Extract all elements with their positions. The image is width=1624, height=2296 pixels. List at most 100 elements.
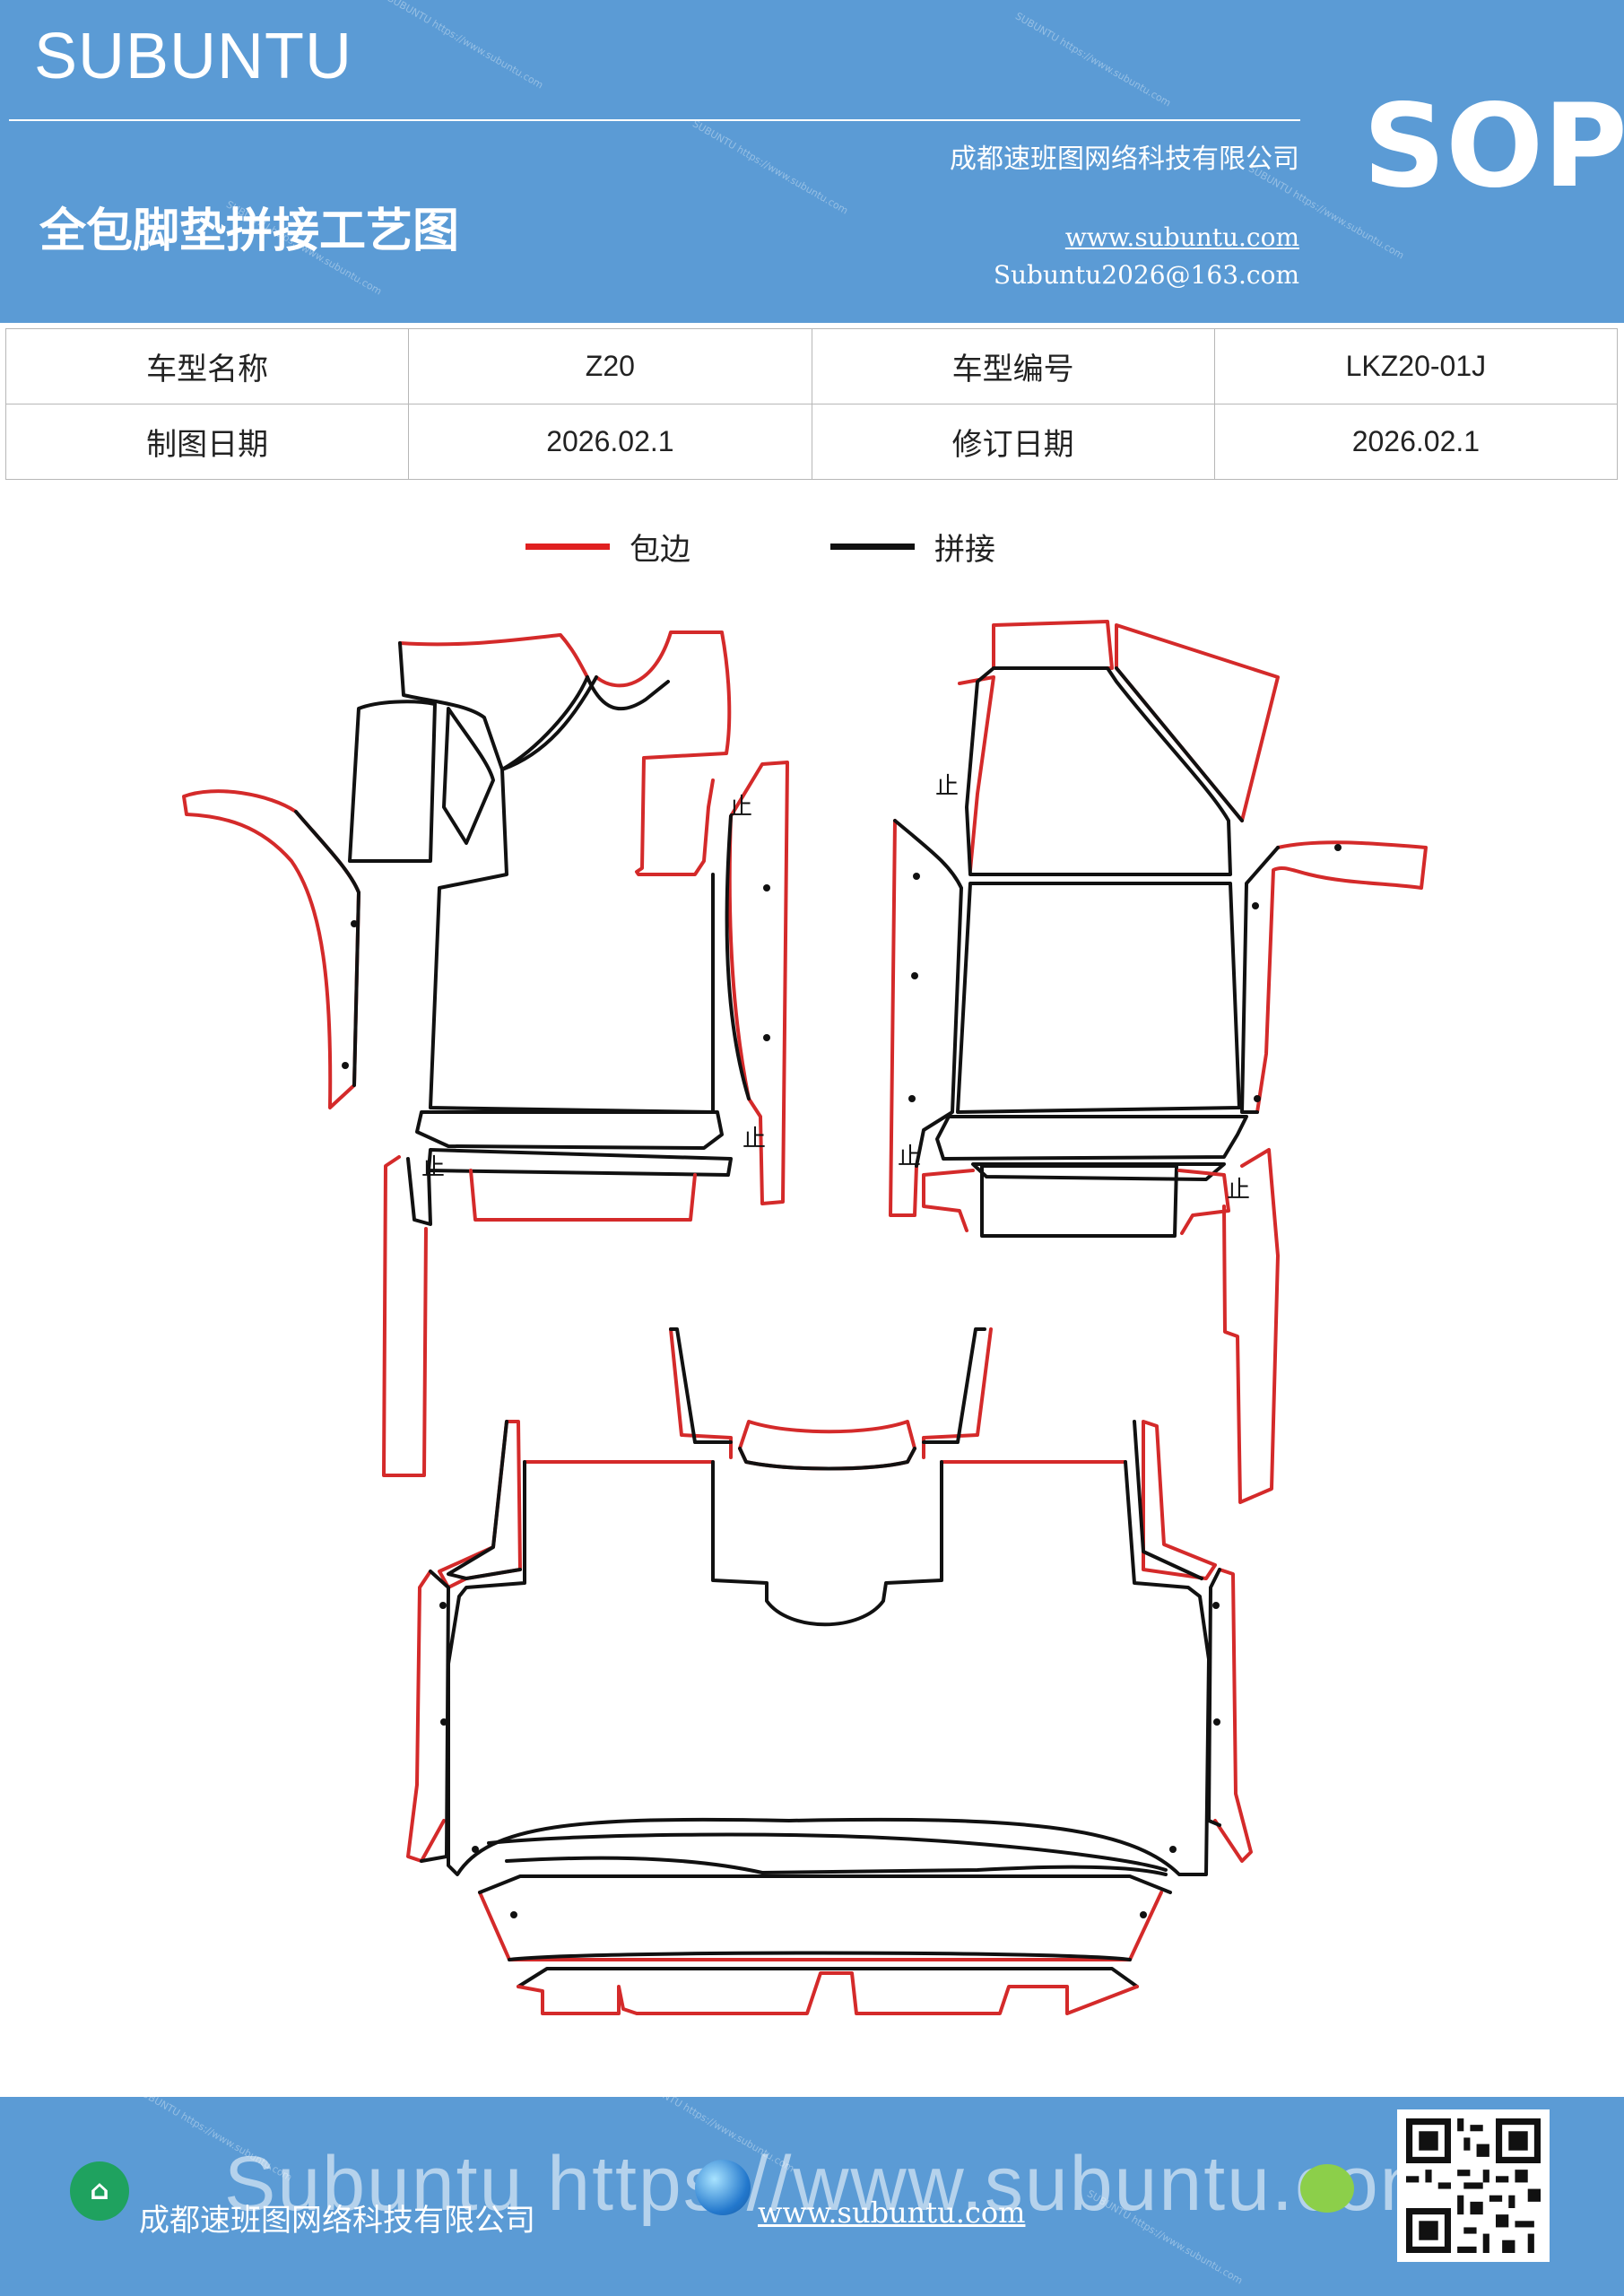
marker-dot bbox=[1212, 1602, 1220, 1609]
mat-edge bbox=[382, 1155, 428, 1477]
mat-seam bbox=[294, 810, 360, 1087]
marker-dot bbox=[342, 1062, 349, 1069]
document-title: 全包脚垫拼接工艺图 bbox=[39, 204, 460, 258]
legend-seam-swatch bbox=[830, 544, 915, 550]
marker-dot bbox=[1140, 1911, 1147, 1918]
mat-edge bbox=[517, 1971, 1139, 2015]
email-address: Subuntu2026@163.com bbox=[993, 260, 1299, 290]
draw-date-value: 2026.02.1 bbox=[408, 404, 812, 480]
mat-seam bbox=[478, 1874, 1172, 1894]
marker-dot bbox=[440, 1718, 447, 1726]
marker-dot bbox=[351, 920, 358, 927]
legend-seam-label: 拼接 bbox=[934, 532, 995, 568]
marker-dot bbox=[913, 873, 920, 880]
stop-marker: 止 bbox=[421, 1154, 445, 1181]
mat-seam bbox=[427, 1148, 733, 1177]
model-name-value: Z20 bbox=[408, 328, 812, 404]
mat-seam bbox=[1240, 846, 1280, 1114]
mat-edge bbox=[406, 1570, 446, 1863]
marker-dot bbox=[1252, 902, 1259, 909]
marker-dot bbox=[510, 1911, 517, 1918]
mat-edge bbox=[595, 631, 732, 876]
stop-marker: 止 bbox=[743, 1126, 766, 1152]
mat-edge bbox=[478, 1891, 1163, 1961]
website-link[interactable]: www.subuntu.com bbox=[1064, 222, 1299, 252]
mat-seam bbox=[508, 1951, 1132, 1961]
revise-date-value: 2026.02.1 bbox=[1213, 404, 1619, 480]
revise-date-label: 修订日期 bbox=[811, 404, 1215, 480]
legend-edge-label: 包边 bbox=[630, 532, 690, 568]
globe-icon bbox=[695, 2160, 751, 2215]
marker-dot bbox=[1169, 1846, 1177, 1853]
mat-seam bbox=[517, 1967, 1139, 1988]
mat-seam bbox=[429, 675, 715, 1114]
mat-edge bbox=[992, 620, 1114, 670]
header-banner: SUBUNTU https://www.subuntu.com SUBUNTU … bbox=[0, 0, 1624, 323]
mat-seam bbox=[738, 1447, 916, 1471]
mat-seam bbox=[711, 1460, 943, 1627]
mat-edge bbox=[1213, 1568, 1253, 1863]
footer-banner: SUBUNTU https://www.subuntu.com SUBUNTU … bbox=[0, 2097, 1624, 2296]
watermark: SUBUNTU https://www.subuntu.com bbox=[690, 117, 850, 217]
mat-seam bbox=[447, 1460, 1211, 1876]
marker-dot bbox=[1254, 1095, 1261, 1102]
mat-seam bbox=[442, 707, 495, 845]
mat-seam bbox=[398, 641, 589, 771]
mat-edge bbox=[182, 789, 360, 1109]
front-left-mats: 止 止 止 bbox=[182, 631, 789, 1477]
vehicle-info-table: 车型名称 Z20 车型编号 LKZ20-01J 制图日期 2026.02.1 修… bbox=[4, 328, 1619, 480]
mat-seam bbox=[1133, 1420, 1203, 1580]
marker-dot bbox=[1334, 844, 1342, 851]
mat-edge bbox=[1222, 1148, 1280, 1504]
qr-code bbox=[1397, 2109, 1550, 2262]
watermark: SUBUNTU https://www.subuntu.com bbox=[386, 0, 545, 91]
legend-edge: 包边 bbox=[525, 525, 690, 569]
sop-badge: SOP bbox=[1363, 80, 1624, 213]
footer-company: 成都速班图网络科技有限公司 bbox=[139, 2203, 535, 2239]
rear-mats bbox=[406, 1327, 1253, 2015]
model-code-value: LKZ20-01J bbox=[1213, 328, 1619, 404]
model-code-label: 车型编号 bbox=[811, 328, 1215, 404]
table-row: 车型名称 Z20 车型编号 LKZ20-01J bbox=[4, 328, 1619, 404]
marker-dot bbox=[472, 1846, 479, 1853]
mat-edge bbox=[1142, 1420, 1217, 1580]
building-icon: ⌂ bbox=[70, 2161, 129, 2221]
legend-edge-swatch bbox=[525, 544, 610, 550]
marker-dot bbox=[911, 972, 918, 979]
legend-seam: 拼接 bbox=[830, 525, 995, 569]
mat-seam bbox=[922, 1327, 986, 1444]
stop-marker: 止 bbox=[935, 773, 959, 800]
mat-edge bbox=[669, 1327, 733, 1459]
mat-seam bbox=[487, 1832, 1168, 1872]
mat-seam bbox=[1115, 666, 1244, 822]
floor-mat-diagram: 止 止 止 bbox=[182, 620, 1428, 2015]
marker-dot bbox=[908, 1095, 916, 1102]
mat-edge bbox=[922, 1169, 975, 1232]
table-row: 制图日期 2026.02.1 修订日期 2026.02.1 bbox=[4, 404, 1619, 480]
stop-marker: 止 bbox=[898, 1144, 921, 1170]
mat-seam bbox=[406, 1157, 432, 1226]
stop-marker: 止 bbox=[1227, 1177, 1250, 1204]
mat-edge bbox=[727, 761, 789, 1205]
marker-dot bbox=[763, 884, 770, 891]
mat-edge bbox=[469, 1169, 697, 1222]
company-name: 成都速班图网络科技有限公司 bbox=[950, 144, 1299, 175]
header-divider bbox=[9, 119, 1300, 121]
mat-seam bbox=[980, 1164, 1178, 1238]
mat-seam bbox=[893, 819, 963, 1168]
footer-watermark: Subuntu https://www.subuntu.com bbox=[224, 2141, 1446, 2227]
mat-edge bbox=[922, 1327, 993, 1459]
watermark: SUBUNTU https://www.subuntu.com bbox=[1013, 10, 1173, 109]
mat-seam bbox=[420, 1570, 450, 1863]
mat-seam bbox=[415, 1110, 724, 1150]
mat-seam bbox=[669, 1327, 733, 1444]
footer-website-link[interactable]: www.subuntu.com bbox=[758, 2196, 1026, 2230]
mat-edge bbox=[1115, 623, 1280, 822]
mat-seam bbox=[956, 882, 1241, 1114]
marker-dot bbox=[763, 1034, 770, 1041]
qr-code-graphic bbox=[1406, 2118, 1541, 2253]
mat-edge bbox=[738, 1420, 916, 1471]
draw-date-label: 制图日期 bbox=[4, 404, 410, 480]
mat-seam bbox=[505, 1856, 1168, 1876]
mat-edge bbox=[438, 1420, 522, 1589]
